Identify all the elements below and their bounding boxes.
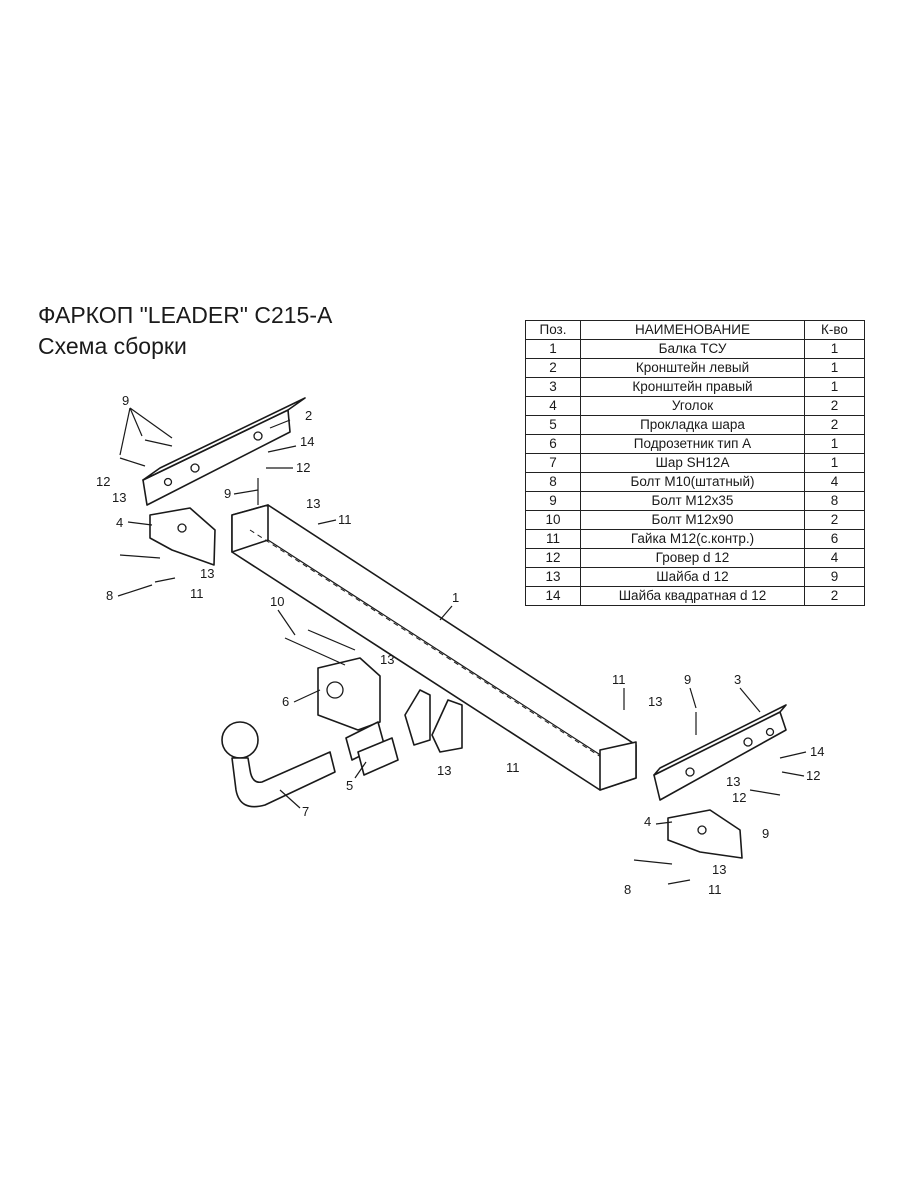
callout: 8 (624, 882, 631, 897)
callout: 2 (305, 408, 312, 423)
main-beam (231, 504, 637, 791)
callout: 11 (708, 882, 722, 897)
column-header-pos: Поз. (525, 320, 581, 340)
tow-ball (221, 721, 336, 808)
bolts (119, 439, 781, 885)
callout: 5 (346, 778, 353, 793)
cell-name: Кронштейн левый (580, 358, 805, 378)
ball-spacers (345, 721, 399, 776)
mounting-plates (404, 689, 463, 753)
callout: 10 (270, 594, 284, 609)
callout: 14 (810, 744, 824, 759)
socket-bracket (317, 657, 381, 731)
callout: 13 (112, 490, 126, 505)
callout: 11 (190, 586, 204, 601)
callout: 12 (806, 768, 820, 783)
callout: 8 (106, 588, 113, 603)
callout-labels: 9 2 14 12 12 13 9 13 11 4 13 8 11 1 10 1… (96, 393, 824, 897)
callout: 3 (734, 672, 741, 687)
cell-qty: 2 (804, 415, 865, 435)
parts-table-header: Поз. НАИМЕНОВАНИЕ К-во (525, 320, 865, 340)
left-bracket (142, 397, 306, 506)
callout: 1 (452, 590, 459, 605)
cell-pos: 11 (525, 529, 581, 549)
callout: 13 (380, 652, 394, 667)
callout: 9 (762, 826, 769, 841)
cell-name: Болт М12х35 (580, 491, 805, 511)
callout: 12 (732, 790, 746, 805)
callout: 9 (224, 486, 231, 501)
callout: 12 (296, 460, 310, 475)
callout: 11 (612, 672, 626, 687)
drawing-title: ФАРКОП "LEADER" C215-A (38, 302, 333, 328)
angle-right (667, 809, 743, 859)
callout: 6 (282, 694, 289, 709)
callout: 13 (648, 694, 662, 709)
callout: 13 (306, 496, 320, 511)
cell-name: Прокладка шара (580, 415, 805, 435)
cell-qty: 2 (804, 586, 865, 606)
callout: 12 (96, 474, 110, 489)
callout: 13 (712, 862, 726, 877)
callout: 13 (437, 763, 451, 778)
callout: 4 (644, 814, 651, 829)
callout: 13 (200, 566, 214, 581)
callout: 9 (684, 672, 691, 687)
angle-left (149, 507, 216, 566)
right-bracket (653, 704, 787, 801)
callout: 11 (338, 512, 352, 527)
callout: 14 (300, 434, 314, 449)
leader-lines (117, 407, 807, 825)
drawing-subtitle: Схема сборки (38, 333, 187, 359)
cell-name: Болт М12х90 (580, 510, 805, 530)
callout: 7 (302, 804, 309, 819)
callout: 9 (122, 393, 129, 408)
cell-name: Подрозетник тип А (580, 434, 805, 454)
callout: 11 (506, 760, 520, 775)
callout: 4 (116, 515, 123, 530)
callout: 13 (726, 774, 740, 789)
